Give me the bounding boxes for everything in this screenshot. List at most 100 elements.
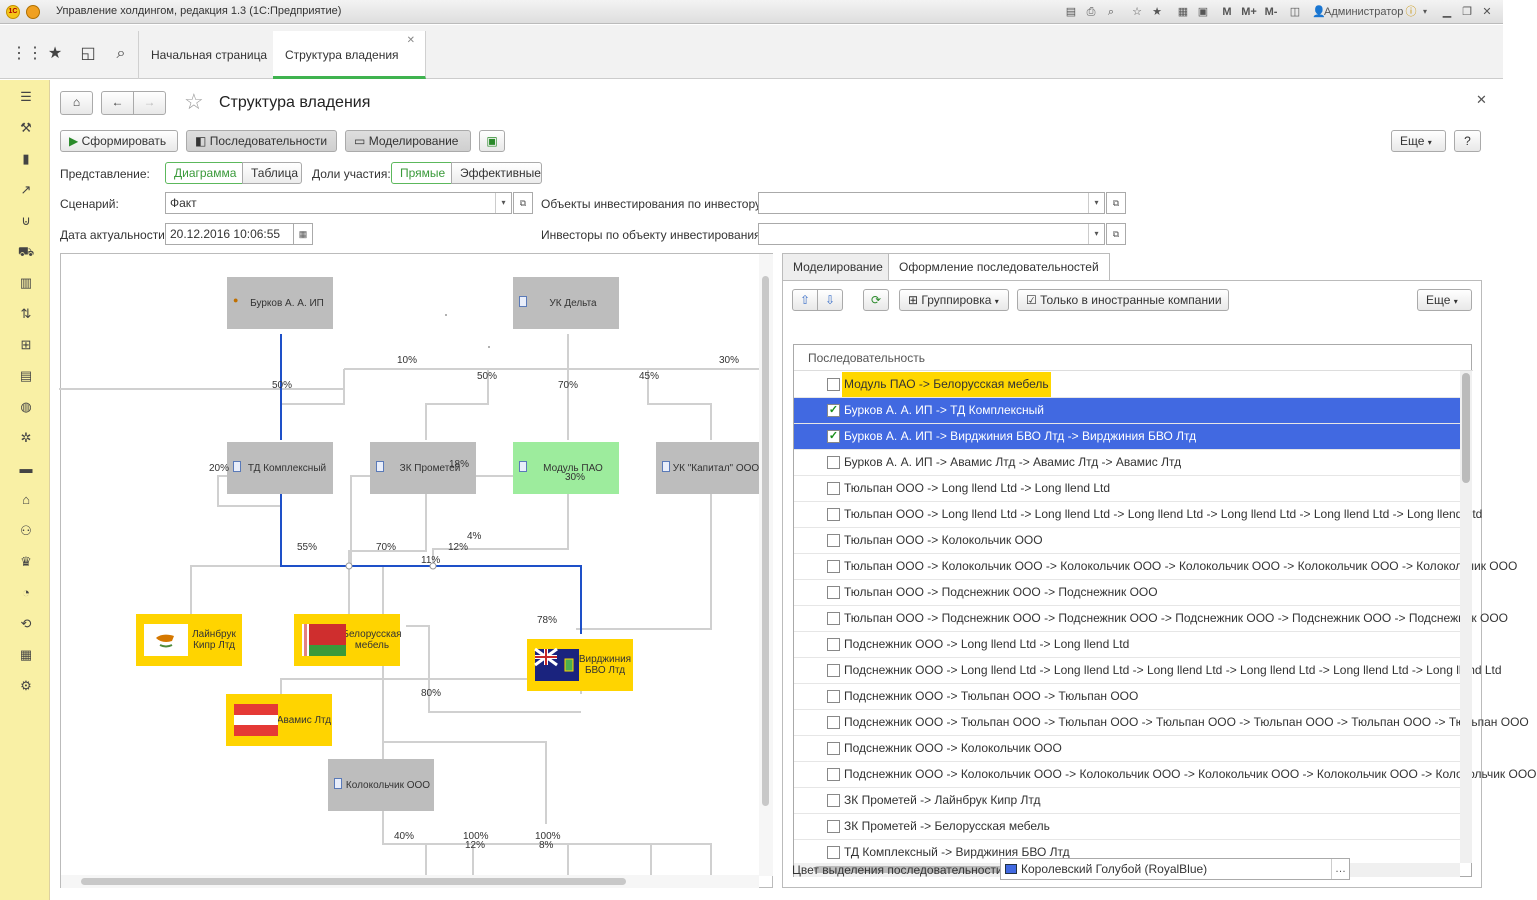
help-button[interactable]: ? <box>1454 130 1481 152</box>
sidebar-gear-small-icon[interactable]: ✲ <box>20 430 32 445</box>
history-icon[interactable]: ◱ <box>80 45 96 62</box>
sidebar-truck-icon[interactable]: ⛟ <box>17 244 35 259</box>
table-row[interactable]: Подснежник ООО -> Long llend Ltd -> Long… <box>794 632 1460 658</box>
table-row[interactable]: Тюльпан ООО -> Long llend Ltd -> Long ll… <box>794 476 1460 502</box>
sidebar-globe-icon[interactable]: ◍ <box>20 399 32 414</box>
node-kolokolchik[interactable]: Колокольчик ООО <box>328 759 434 811</box>
checkbox-checked[interactable]: ✓ <box>827 404 840 417</box>
print-icon[interactable]: ⎙ <box>1086 6 1096 18</box>
main-menu-icon[interactable]: ☰ <box>20 89 32 104</box>
node-modul[interactable]: Модуль ПАО <box>513 442 619 494</box>
diagram-hscroll-thumb[interactable] <box>81 878 626 885</box>
close-window-icon[interactable]: ✕ <box>1482 6 1492 18</box>
tab-sequence-design[interactable]: Оформление последовательностей <box>888 253 1110 281</box>
table-row[interactable]: Тюльпан ООО -> Long llend Ltd -> Long ll… <box>794 502 1482 528</box>
apps-grid-icon[interactable]: ⋮⋮ <box>11 45 43 62</box>
export-icon[interactable]: ▣ <box>479 130 505 152</box>
objects-dropdown-icon[interactable]: ▾ <box>1088 193 1104 213</box>
objects-field[interactable]: ▾ <box>758 192 1105 214</box>
info-icon[interactable]: ⓘ <box>1405 6 1417 18</box>
node-laynbruk[interactable]: Лайнбрук Кипр Лтд <box>136 614 242 666</box>
checkbox[interactable] <box>827 586 840 599</box>
investors-open-icon[interactable]: ⧉ <box>1106 223 1126 245</box>
checkbox[interactable] <box>827 508 840 521</box>
modeling-button[interactable]: ▭ Моделирование <box>345 130 471 152</box>
table-vscrollbar[interactable] <box>1460 371 1472 863</box>
sidebar-calc-icon[interactable]: ▦ <box>19 647 33 662</box>
checkbox[interactable] <box>827 482 840 495</box>
node-uk-delta[interactable]: УК Дельта <box>513 277 619 329</box>
sidebar-settings-tools-icon[interactable]: ⚒ <box>20 120 32 135</box>
more-button[interactable]: Еще ▾ <box>1391 130 1446 152</box>
checkbox[interactable] <box>827 456 840 469</box>
node-zk-prometey[interactable]: ЗК Прометей <box>370 442 476 494</box>
diagram-vscrollbar[interactable] <box>759 254 773 876</box>
checkbox[interactable] <box>827 690 840 703</box>
home-button[interactable]: ⌂ <box>60 91 93 115</box>
sidebar-briefcase-icon[interactable]: ▬ <box>19 461 33 476</box>
node-belorus[interactable]: Белорусская мебель <box>294 614 402 666</box>
preview-icon[interactable]: ⌕ <box>1107 6 1115 18</box>
node-uk-kapital[interactable]: УК "Капитал" ООО <box>656 442 762 494</box>
checkbox[interactable] <box>827 534 840 547</box>
sequences-button[interactable]: ◧ Последовательности <box>186 130 337 152</box>
table-row[interactable]: ЗК Прометей -> Лайнбрук Кипр Лтд <box>794 788 1460 814</box>
move-up-icon[interactable]: ⇧ <box>792 289 818 311</box>
refresh-icon[interactable]: ⟳ <box>863 289 889 311</box>
table-row[interactable]: Тюльпан ООО -> Подснежник ООО -> Подснеж… <box>794 606 1508 632</box>
checkbox[interactable] <box>827 820 840 833</box>
sidebar-gift-icon[interactable]: ⌂ <box>22 492 30 507</box>
app-menu-icon[interactable] <box>26 5 40 19</box>
sidebar-settings-icon[interactable]: ⚙ <box>20 678 32 693</box>
objects-open-icon[interactable]: ⧉ <box>1106 192 1126 214</box>
tab-ownership-structure[interactable]: Структура владения ✕ <box>273 31 426 79</box>
table-row[interactable]: ✓Бурков А. А. ИП -> Вирджиния БВО Лтд ->… <box>794 424 1460 450</box>
ownership-diagram[interactable]: ●Бурков А. А. ИП УК Дельта ТД Комплексны… <box>59 253 773 888</box>
sidebar-documents-icon[interactable]: ▮ <box>22 151 30 166</box>
checkbox[interactable] <box>827 742 840 755</box>
checkbox-checked[interactable]: ✓ <box>827 430 840 443</box>
sidebar-sync-icon[interactable]: ⟲ <box>20 616 32 631</box>
foreign-only-button[interactable]: ☑ Только в иностранные компании <box>1017 289 1229 311</box>
node-avamis[interactable]: Авамис Лтд <box>226 694 332 746</box>
search-icon[interactable]: ⌕ <box>116 45 126 62</box>
sidebar-structure-icon[interactable]: ⊞ <box>20 337 32 352</box>
checkbox[interactable] <box>827 846 840 859</box>
tab-home[interactable]: Начальная страница <box>138 31 281 79</box>
diagram-vscroll-thumb[interactable] <box>762 276 769 806</box>
sidebar-transfer-icon[interactable]: ⇅ <box>20 306 32 321</box>
table-row[interactable]: Тюльпан ООО -> Колокольчик ООО <box>794 528 1460 554</box>
favorites-icon[interactable]: ★ <box>1152 6 1162 18</box>
view-table-toggle[interactable]: Таблица <box>242 162 302 184</box>
table-row[interactable]: ЗК Прометей -> Белорусская мебель <box>794 814 1460 840</box>
table-row[interactable]: Подснежник ООО -> Тюльпан ООО -> Тюльпан… <box>794 684 1460 710</box>
table-row[interactable]: Подснежник ООО -> Long llend Ltd -> Long… <box>794 658 1502 684</box>
save-icon[interactable]: ▤ <box>1065 6 1077 18</box>
table-row[interactable]: Подснежник ООО -> Тюльпан ООО -> Тюльпан… <box>794 710 1529 736</box>
move-down-icon[interactable]: ⇩ <box>817 289 843 311</box>
sidebar-report-icon[interactable]: ▤ <box>19 368 33 383</box>
info-dropdown-icon[interactable]: ▾ <box>1422 7 1427 16</box>
date-field[interactable]: 20.12.2016 10:06:55 <box>165 223 294 245</box>
investors-dropdown-icon[interactable]: ▾ <box>1088 224 1104 244</box>
table-row[interactable]: Тюльпан ООО -> Подснежник ООО -> Подснеж… <box>794 580 1460 606</box>
generate-button[interactable]: ▶ Сформировать <box>60 130 178 152</box>
restore-icon[interactable]: ❐ <box>1462 6 1472 18</box>
color-select-icon[interactable]: … <box>1331 859 1349 879</box>
memory-m-button[interactable]: M <box>1222 6 1232 18</box>
table-row[interactable]: Модуль ПАО -> Белорусская мебель <box>794 372 1460 398</box>
tab-modeling[interactable]: Моделирование <box>782 253 894 280</box>
scenario-field[interactable]: Факт ▾ <box>165 192 512 214</box>
sequences-table[interactable]: Последовательность Модуль ПАО -> Белорус… <box>793 344 1537 877</box>
calendar-picker-icon[interactable]: ▦ <box>293 223 313 245</box>
table-row[interactable]: ✓Бурков А. А. ИП -> ТД Комплексный <box>794 398 1460 424</box>
checkbox[interactable] <box>827 560 840 573</box>
sidebar-pie-icon[interactable]: ◔ <box>22 585 30 600</box>
back-button[interactable]: ← <box>101 91 134 115</box>
favorites-star-icon[interactable]: ★ <box>47 45 63 62</box>
sidebar-chart-icon[interactable]: ↗ <box>20 182 32 197</box>
highlight-color-field[interactable]: Королевский Голубой (RoyalBlue) … <box>1000 858 1350 880</box>
calculator-icon[interactable]: ▦ <box>1177 6 1189 18</box>
checkbox[interactable] <box>827 638 840 651</box>
favorites-add-icon[interactable]: ☆ <box>1132 6 1142 18</box>
